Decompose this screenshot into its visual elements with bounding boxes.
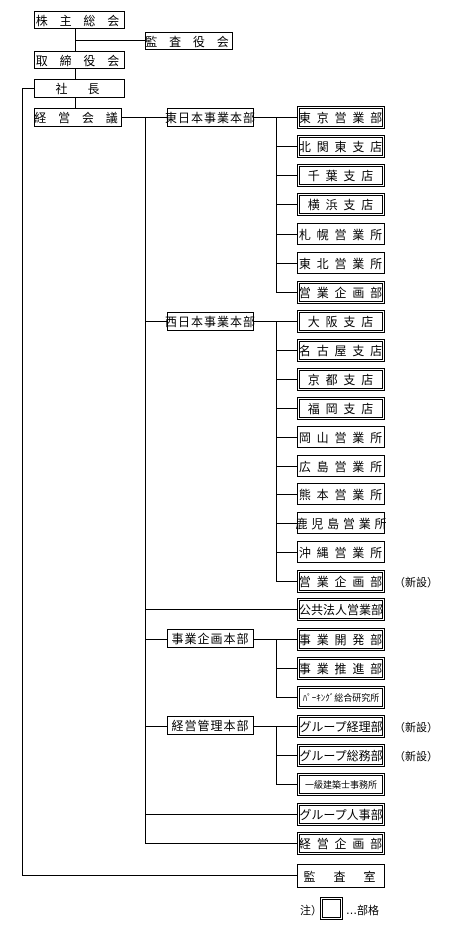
connector	[276, 523, 297, 524]
new-note: （新設）	[394, 721, 438, 734]
connector	[276, 292, 297, 293]
connector	[254, 726, 297, 727]
connector	[122, 117, 167, 118]
connector	[254, 321, 297, 322]
unit-box: 東 京 営 業 部	[297, 106, 385, 129]
unit-box: 京 都 支 店	[297, 368, 385, 391]
connector	[145, 814, 297, 815]
connector	[22, 875, 297, 876]
unit-box: 大 阪 支 店	[297, 310, 385, 333]
public-sales-box: 公共法人営業部	[297, 598, 385, 621]
connector	[145, 843, 297, 844]
connector	[145, 609, 297, 610]
connector	[145, 639, 167, 640]
unit-box: 北 関 東 支 店	[297, 135, 385, 158]
unit-box: 熊 本 営 業 所	[297, 483, 385, 505]
unit-box: 岡 山 営 業 所	[297, 426, 385, 448]
unit-box: 沖 縄 営 業 所	[297, 541, 385, 563]
connector	[145, 117, 146, 843]
connector	[145, 321, 167, 322]
corporate-planning-box: 経 営 企 画 部	[297, 832, 385, 855]
legend-double-box-sample	[320, 897, 343, 920]
audit-board-box: 監 査 役 会	[145, 32, 233, 50]
connector	[276, 755, 297, 756]
unit-box: 札 幌 営 業 所	[297, 223, 385, 245]
connector	[145, 726, 167, 727]
legend-suffix: …部格	[346, 904, 379, 917]
connector	[276, 321, 277, 581]
connector	[254, 117, 297, 118]
connector	[276, 408, 297, 409]
connector	[276, 668, 297, 669]
unit-box: 営 業 企 画 部	[297, 570, 385, 593]
connector	[276, 494, 297, 495]
connector	[276, 146, 297, 147]
west-division-box: 西日本事業本部	[165, 312, 255, 331]
connector	[75, 68, 76, 79]
connector	[276, 697, 297, 698]
connector	[276, 437, 297, 438]
unit-box: 横 浜 支 店	[297, 193, 385, 216]
connector	[276, 263, 297, 264]
legend-prefix: 注）	[300, 904, 322, 917]
connector	[254, 639, 297, 640]
unit-box: グループ経理部	[297, 715, 385, 738]
connector	[276, 379, 297, 380]
east-division-box: 東日本事業本部	[165, 108, 255, 127]
new-note: （新設）	[394, 750, 438, 763]
audit-room-box: 監 査 室	[297, 864, 385, 888]
connector	[75, 40, 145, 41]
connector	[276, 552, 297, 553]
unit-box: 福 岡 支 店	[297, 397, 385, 420]
connector	[276, 204, 297, 205]
executive-meeting-box: 経 営 会 議	[34, 108, 122, 127]
connector	[276, 581, 297, 582]
unit-box: 事 業 開 発 部	[297, 628, 385, 651]
unit-box: 鹿 児 島 営 業 所	[295, 512, 387, 534]
group-hr-box: グループ人事部	[297, 803, 385, 826]
unit-box: グループ総務部	[297, 744, 385, 767]
connector	[75, 98, 76, 109]
connector	[276, 350, 297, 351]
planning-division-box: 事業企画本部	[167, 629, 254, 648]
unit-box: 名 古 屋 支 店	[297, 339, 385, 362]
unit-box: ﾊﾟｰｷﾝｸﾞ総合研究所	[297, 686, 385, 709]
unit-box: 千 葉 支 店	[297, 164, 385, 187]
connector	[22, 88, 23, 875]
shareholders-meeting-box: 株 主 総 会	[34, 11, 125, 29]
unit-box: 営 業 企 画 部	[297, 281, 385, 304]
management-division-box: 経営管理本部	[167, 716, 254, 735]
connector	[276, 175, 297, 176]
connector	[276, 466, 297, 467]
connector	[276, 784, 297, 785]
new-note: （新設）	[394, 576, 438, 589]
connector	[276, 234, 297, 235]
unit-box: 一級建築士事務所	[297, 773, 385, 796]
president-box: 社 長	[34, 79, 125, 98]
unit-box: 東 北 営 業 所	[297, 252, 385, 274]
unit-box: 事 業 推 進 部	[297, 657, 385, 680]
unit-box: 広 島 営 業 所	[297, 455, 385, 477]
board-of-directors-box: 取 締 役 会	[34, 51, 125, 69]
connector	[22, 88, 34, 89]
